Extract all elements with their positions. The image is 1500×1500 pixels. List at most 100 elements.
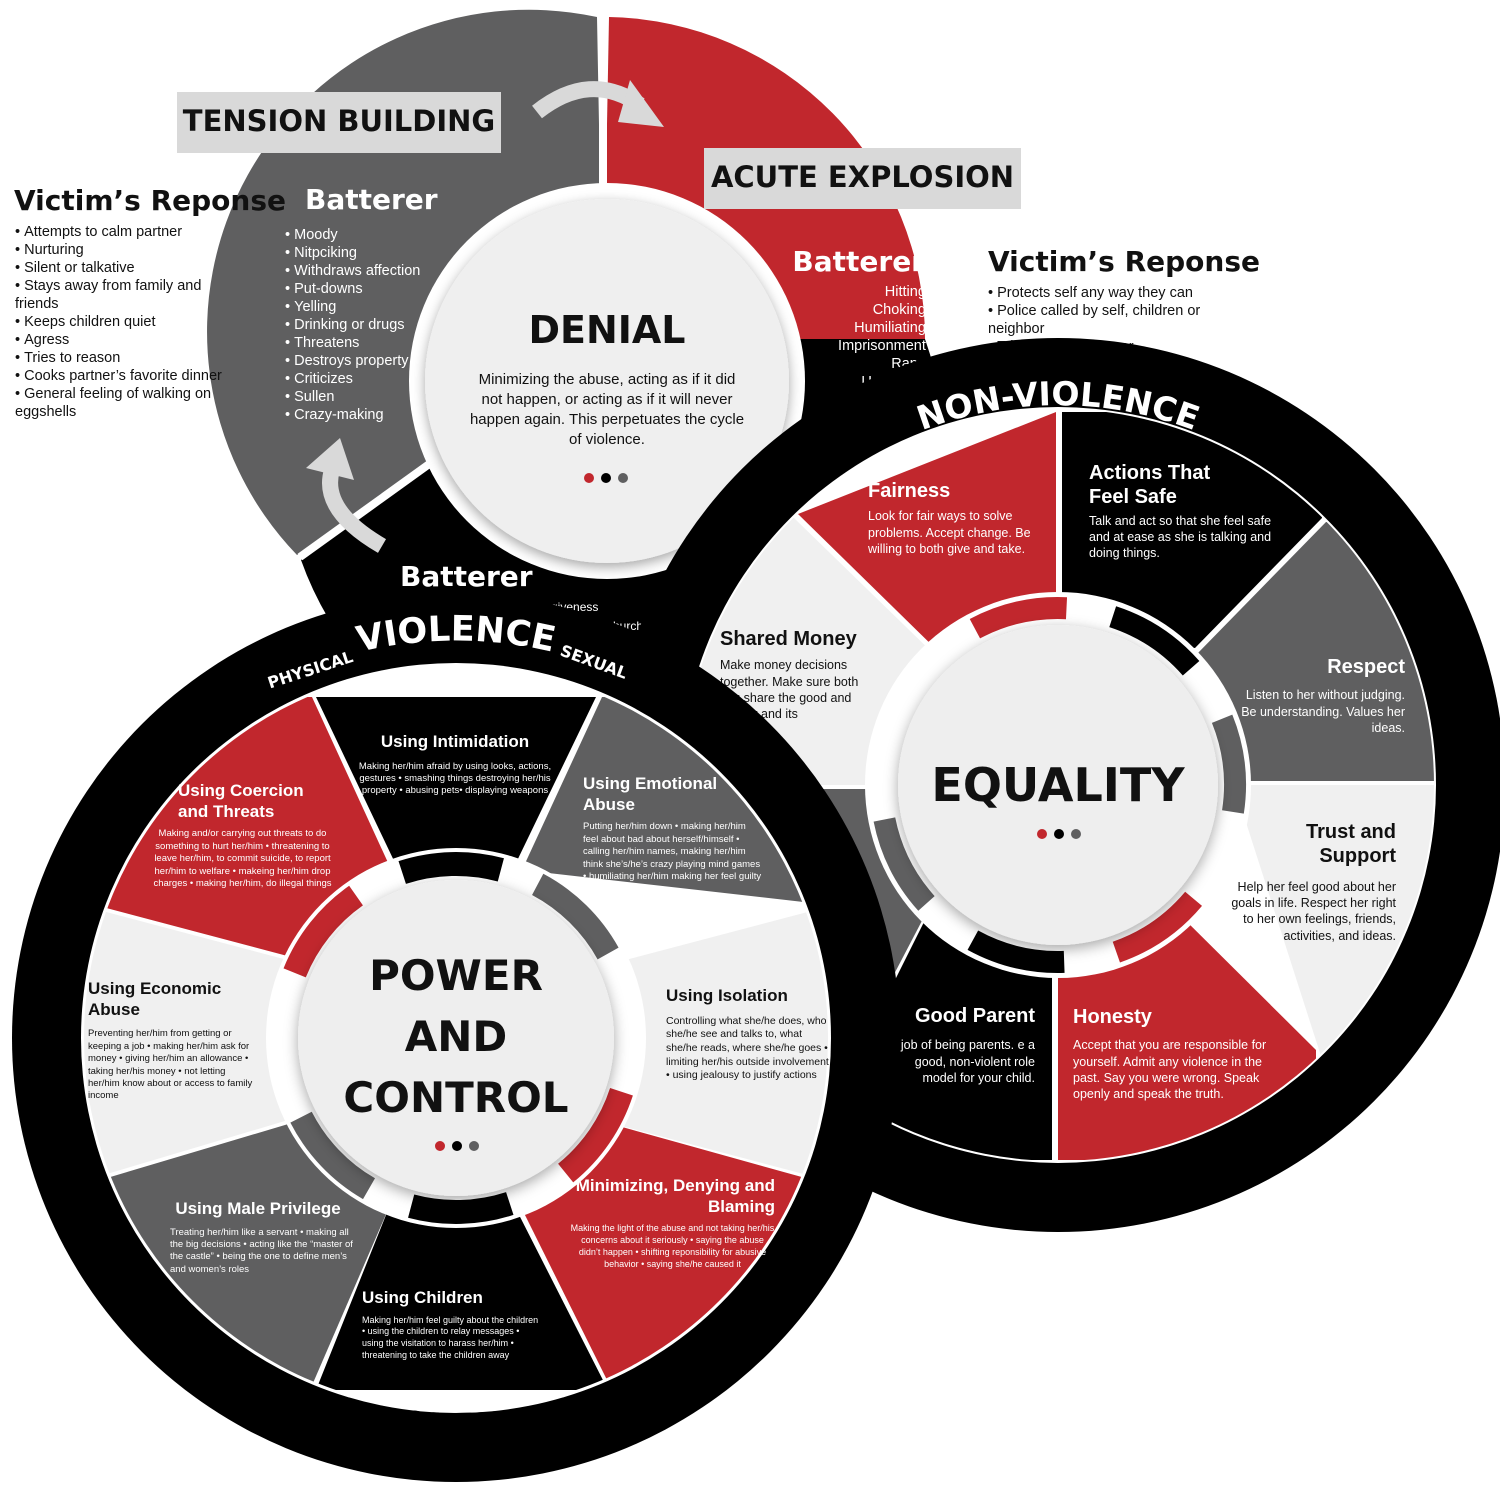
eq-honesty: Honesty Accept that you are responsible … — [1073, 1005, 1273, 1102]
pc-male-privilege-title: Using Male Privilege — [175, 1199, 341, 1218]
pc-seg-children — [316, 1205, 608, 1390]
eq-actions-safe-title: Actions That Feel Safe — [1089, 462, 1211, 509]
eq-good-parent: Good Parent the job of being parents. e … — [880, 1004, 1035, 1086]
tension-item: Withdraws affection — [285, 262, 420, 280]
dot-indicator-icon — [584, 473, 594, 483]
explosion-item: Hitting — [760, 283, 935, 301]
explosion-batterer-title: Batterer — [792, 245, 925, 278]
victim-right-item: Protects self any way they can — [988, 284, 1203, 302]
eq-fairness: Fairness Look for fair ways to solve pro… — [868, 479, 1038, 557]
equality-center-title: EQUALITY — [931, 758, 1185, 812]
pc-economic-title: Using Economic Abuse — [88, 979, 222, 1019]
pc-intimidation: Using Intimidation Making her/him afraid… — [355, 732, 555, 798]
pc-children-text: Making her/him feel guilty about the chi… — [362, 1314, 539, 1360]
pc-economic: Using Economic Abuse Preventing her/him … — [88, 979, 253, 1103]
tension-building-label-box — [177, 92, 501, 153]
pc-coercion: Using Coercion and Threats Making and/or… — [150, 781, 335, 890]
pc-isolation: Using Isolation Controlling what she/he … — [666, 986, 834, 1083]
victim-right-item: Police called by self, children or neigh… — [988, 302, 1203, 338]
victim-left-item: General feeling of walking on eggshells — [15, 385, 230, 421]
pc-seg-economic — [84, 905, 295, 1182]
eq-actions-safe: Actions That Feel Safe Talk and act so t… — [1089, 461, 1279, 562]
denial-text: Minimizing the abuse, acting as if it di… — [469, 371, 745, 448]
eq-actions-safe-text: Talk and act so that she feel safe and a… — [1089, 513, 1272, 561]
eq-fairness-text: Look for fair ways to solve problems. Ac… — [868, 509, 1031, 556]
tension-item: Moody — [285, 226, 420, 244]
acute-explosion-label: ACUTE EXPLOSION — [710, 160, 1015, 194]
pc-emotional-text: Putting her/him down • making her/him fe… — [583, 821, 762, 882]
victim-left-item: Keeps children quiet — [15, 313, 230, 331]
power-center-title: POWER AND CONTROL — [306, 945, 606, 1128]
victim-left-item: Stays away from family and friends — [15, 277, 230, 313]
pc-children: Using Children Making her/him feel guilt… — [362, 1288, 542, 1361]
eq-honesty-text: Accept that you are responsible for your… — [1073, 1038, 1267, 1102]
eq-seg-honesty — [1058, 905, 1316, 1160]
power-center-line2: AND — [404, 1012, 508, 1061]
pc-isolation-title: Using Isolation — [666, 986, 788, 1005]
pc-intimidation-title: Using Intimidation — [380, 732, 530, 751]
explosion-item: Choking — [760, 301, 935, 319]
eq-respect: Respect Listen to her without judging. B… — [1233, 655, 1405, 736]
victim-response-left-title: Victim’s Reponse — [14, 184, 287, 217]
eq-respect-text: Listen to her without judging. Be unders… — [1241, 688, 1405, 735]
pc-economic-text: Preventing her/him from getting or keepi… — [88, 1028, 253, 1102]
pc-coercion-title: Using Coercion and Threats — [178, 781, 304, 821]
power-center — [298, 880, 614, 1196]
eq-seg-fairness — [798, 412, 1056, 657]
victim-response-left-list: Attempts to calm partner Nurturing Silen… — [15, 223, 230, 421]
acute-explosion-label-box — [704, 148, 1021, 209]
tension-item: Sullen — [285, 388, 420, 406]
pc-minimizing: Minimizing, Denying and Blaming Making t… — [570, 1176, 775, 1270]
victim-response-right-title: Victim’s Reponse — [988, 245, 1261, 278]
curved-arrow-up-icon — [322, 467, 387, 553]
explosion-item: Humiliating — [760, 319, 935, 337]
tension-item: Crazy-making — [285, 406, 420, 424]
explosion-item: Imprisonment — [760, 337, 935, 355]
eq-trust-support-title: Trust and Support — [1305, 821, 1396, 868]
pc-isolation-text: Controlling what she/he does, who she/he… — [666, 1014, 829, 1082]
victim-left-item: Nurturing — [15, 241, 230, 259]
victim-left-item: Attempts to calm partner — [15, 223, 230, 241]
victim-left-item: Cooks partner’s favorite dinner — [15, 367, 230, 385]
victim-left-item: Tries to reason — [15, 349, 230, 367]
eq-honesty-title: Honesty — [1073, 1006, 1152, 1028]
power-center-line1: POWER — [369, 951, 543, 1000]
tension-item: Nitpciking — [285, 244, 420, 262]
pc-emotional: Using Emotional Abuse Putting her/him do… — [583, 774, 763, 883]
tension-item: Put-downs — [285, 280, 420, 298]
pc-children-title: Using Children — [362, 1288, 483, 1307]
tension-batterer-title: Batterer — [305, 183, 438, 216]
eq-good-parent-title: Good Parent — [914, 1005, 1035, 1027]
honeymoon-batterer-title: Batterer — [400, 560, 533, 593]
victim-left-item: Agress — [15, 331, 230, 349]
eq-shared-money-title: Shared Money — [720, 628, 857, 650]
pc-minimizing-text: Making the light of the abuse and not ta… — [570, 1223, 775, 1269]
tension-item: Criticizes — [285, 370, 420, 388]
tension-item: Threatens — [285, 334, 420, 352]
eq-seg-good-parent — [860, 920, 1052, 1160]
pc-intimidation-text: Making her/him afraid by using looks, ac… — [358, 760, 552, 797]
curved-arrow-up-head — [306, 438, 354, 480]
tension-batterer-list: Moody Nitpciking Withdraws affection Put… — [285, 226, 420, 424]
dot-indicator-icon — [435, 1141, 445, 1151]
eq-trust-support: Trust and Support Help her feel good abo… — [1220, 820, 1396, 944]
denial-center — [425, 199, 789, 563]
eq-seg-actions-safe — [1062, 412, 1322, 648]
pc-emotional-title: Using Emotional Abuse — [583, 774, 718, 814]
denial-title: DENIAL — [528, 308, 686, 352]
tension-building-label: TENSION BUILDING — [182, 104, 496, 138]
tension-item: Yelling — [285, 298, 420, 316]
pc-seg-intimidation — [316, 697, 596, 865]
pc-minimizing-title: Minimizing, Denying and Blaming — [575, 1176, 775, 1216]
pc-male-privilege: Using Male Privilege Treating her/him li… — [158, 1199, 358, 1276]
victim-left-item: Silent or talkative — [15, 259, 230, 277]
tension-item: Destroys property — [285, 352, 420, 370]
power-center-line3: CONTROL — [343, 1073, 569, 1122]
eq-good-parent-text: the job of being parents. e a good, non-… — [880, 1038, 1035, 1085]
eq-fairness-title: Fairness — [868, 480, 951, 502]
dot-indicator-icon — [1037, 829, 1047, 839]
tension-item: Drinking or drugs — [285, 316, 420, 334]
eq-respect-title: Respect — [1327, 656, 1405, 678]
pc-coercion-text: Making and/or carrying out threats to do… — [153, 828, 332, 889]
